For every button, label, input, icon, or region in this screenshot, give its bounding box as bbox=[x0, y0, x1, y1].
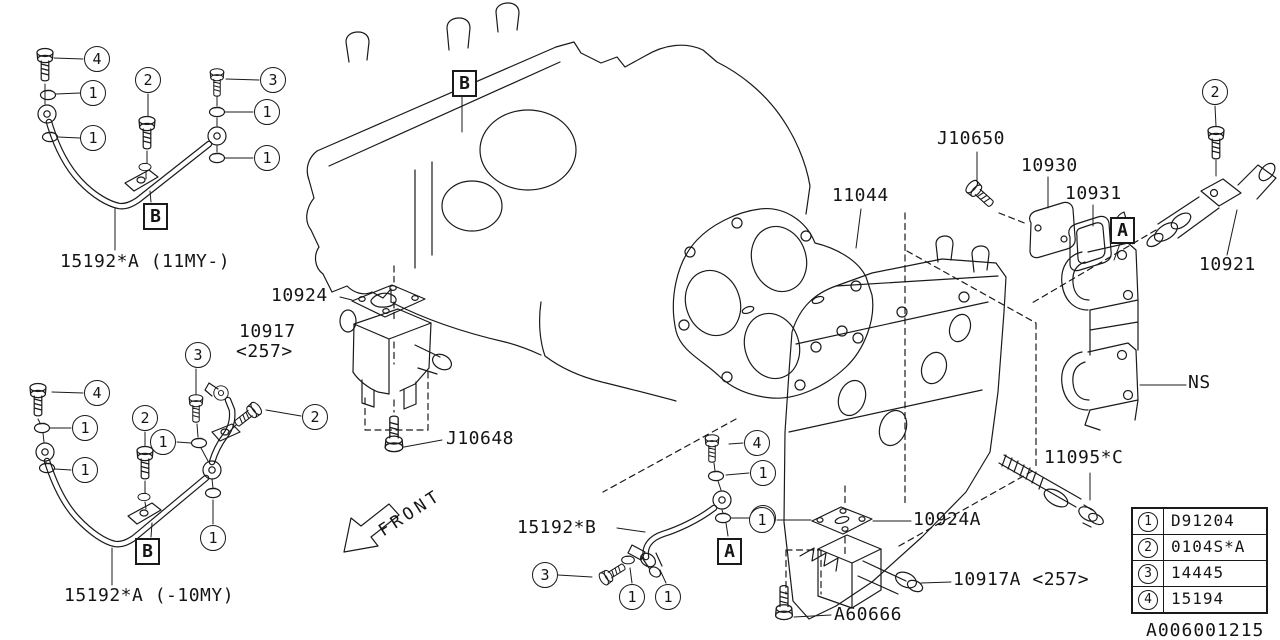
callout-2: 2 bbox=[302, 404, 328, 430]
callout-1: 1 bbox=[80, 80, 106, 106]
legend-code-2: 0104S*A bbox=[1171, 537, 1246, 556]
head-gasket-11044-drawing bbox=[672, 208, 874, 399]
hose-assembly-15192b-drawing bbox=[557, 434, 750, 587]
legend-callout-2: 2 bbox=[1133, 535, 1164, 560]
callout-1: 1 bbox=[200, 525, 226, 551]
section-box-b: B bbox=[135, 538, 160, 565]
label-10930: 10930 bbox=[1021, 155, 1078, 176]
callout-3: 3 bbox=[185, 342, 211, 368]
front-direction-arrow bbox=[343, 503, 400, 553]
legend-code-4: 15194 bbox=[1171, 589, 1225, 608]
section-box-a: A bbox=[717, 538, 742, 565]
valve-module-10917a-drawing bbox=[774, 485, 952, 621]
label-10917a: 10917A <257> bbox=[953, 569, 1090, 590]
label-10931: 10931 bbox=[1065, 183, 1122, 204]
callout-3: 3 bbox=[260, 67, 286, 93]
label-10921: 10921 bbox=[1199, 254, 1256, 275]
bolt-11095-drawing bbox=[998, 454, 1104, 528]
callout-1: 1 bbox=[254, 145, 280, 171]
legend-callout-1: 1 bbox=[1133, 509, 1164, 534]
label-ns: NS bbox=[1188, 372, 1211, 393]
callout-1: 1 bbox=[72, 415, 98, 441]
section-box-a: A bbox=[1110, 217, 1135, 244]
callout-4: 4 bbox=[744, 430, 770, 456]
label-pipe-10my: 15192*A (-10MY) bbox=[64, 585, 235, 606]
legend-callout-4: 4 bbox=[1133, 587, 1164, 612]
label-j10648: J10648 bbox=[446, 428, 515, 449]
callout-3: 3 bbox=[532, 562, 558, 588]
label-10924: 10924 bbox=[271, 285, 328, 306]
section-box-b: B bbox=[452, 70, 477, 97]
valve-module-10917-drawing bbox=[339, 265, 453, 453]
callout-1: 1 bbox=[749, 507, 775, 533]
legend-row: 4 15194 bbox=[1133, 586, 1266, 612]
label-10917: 10917 bbox=[239, 321, 296, 342]
pipe-assembly-10my-drawing bbox=[29, 368, 302, 586]
label-15192b: 15192*B bbox=[517, 517, 597, 538]
legend-row: 1 D91204 bbox=[1133, 509, 1266, 534]
legend-code-1: D91204 bbox=[1171, 511, 1235, 530]
section-box-b: B bbox=[143, 203, 168, 230]
engine-block-drawing bbox=[306, 2, 811, 402]
callout-4: 4 bbox=[84, 380, 110, 406]
cylinder-head-drawing bbox=[602, 212, 1037, 620]
legend-code-3: 14445 bbox=[1171, 563, 1225, 582]
callout-1: 1 bbox=[150, 429, 176, 455]
legend-row: 2 0104S*A bbox=[1133, 534, 1266, 560]
callout-1: 1 bbox=[619, 584, 645, 610]
legend-row: 3 14445 bbox=[1133, 560, 1266, 586]
legend-callout-3: 3 bbox=[1133, 561, 1164, 586]
label-a60666: A60666 bbox=[834, 604, 903, 625]
callout-1: 1 bbox=[750, 460, 776, 486]
callout-1: 1 bbox=[254, 99, 280, 125]
callout-1: 1 bbox=[80, 125, 106, 151]
callout-4: 4 bbox=[84, 46, 110, 72]
label-11044: 11044 bbox=[832, 185, 889, 206]
callout-2: 2 bbox=[135, 67, 161, 93]
label-10917-note: <257> bbox=[236, 341, 293, 362]
callout-1: 1 bbox=[72, 457, 98, 483]
oil-control-valve-10921-drawing bbox=[1031, 105, 1277, 304]
label-pipe-11my: 15192*A (11MY-) bbox=[60, 251, 231, 272]
callout-1: 1 bbox=[655, 584, 681, 610]
pipe-assembly-11my-drawing bbox=[36, 47, 260, 251]
legend-table: 1 D91204 2 0104S*A 3 14445 4 15194 bbox=[1131, 507, 1268, 614]
cover-10930-drawing bbox=[963, 151, 1112, 272]
camshaft-carrier-drawing bbox=[1061, 211, 1187, 431]
label-10924a: 10924A bbox=[913, 509, 982, 530]
label-j10650: J10650 bbox=[937, 128, 1006, 149]
callout-2: 2 bbox=[132, 405, 158, 431]
diagram-code: A006001215 bbox=[1146, 620, 1265, 640]
callout-2: 2 bbox=[1202, 79, 1228, 105]
label-11095c: 11095*C bbox=[1044, 447, 1124, 468]
